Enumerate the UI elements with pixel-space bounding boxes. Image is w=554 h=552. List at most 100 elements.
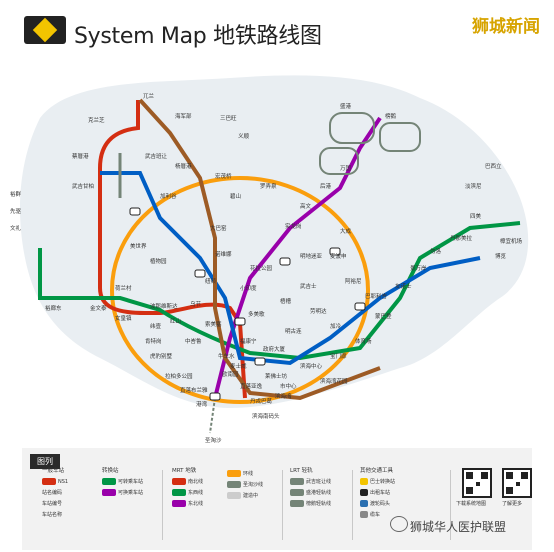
station-label: 丹戎巴葛 (250, 397, 273, 405)
map-legend: 图列 一般车站 NS1 站名编码 车站编号 车站名称 转换站 可转乘车站 可换乘… (22, 448, 532, 550)
legend-text: 圣淘沙线 (243, 482, 264, 488)
legend-heading: 一般车站 (42, 468, 65, 474)
circle-line (110, 176, 370, 404)
station-label: 直落亚逸 (240, 382, 263, 390)
legend-text: 可转乘车站 (118, 479, 144, 485)
station-label: 后港 (320, 182, 332, 190)
legend-text: 站名编码 (42, 490, 63, 496)
station-label: 先驱 (10, 207, 22, 215)
station-label: 植物园 (150, 257, 167, 265)
interchange-marker (129, 207, 141, 216)
interchange-marker (194, 269, 206, 278)
station-label: 麦波申 (330, 252, 347, 260)
legend-text: 武吉班让线 (306, 479, 332, 485)
legend-other-transport: 其他交通工具 巴士转换站 出租车站 渡轮码头 缆车 (360, 466, 395, 518)
station-label: 加利谷 (160, 192, 177, 200)
station-label: 纬壹 (150, 322, 162, 330)
legend-text: 东北线 (188, 501, 204, 507)
station-label: 蔡厝港 (72, 152, 89, 160)
station-label: 高文 (300, 202, 312, 210)
legend-text: 出租车站 (370, 490, 391, 496)
qr-code-icon[interactable] (502, 468, 532, 498)
station-label: 美世界 (130, 242, 147, 250)
station-label: 杨厝港 (175, 162, 192, 170)
station-label: 宏茂桥 (215, 172, 232, 180)
legend-heading: 其他交通工具 (360, 468, 394, 474)
legend-text: 渡轮码头 (370, 501, 391, 507)
station-label: 劳明达 (310, 307, 327, 315)
station-label: 红山 (170, 317, 181, 325)
station-label: 樟宜机场 (500, 237, 523, 245)
legend-text: 榜鹅轻轨线 (306, 501, 332, 507)
station-label: 武吉甘柏 (72, 182, 94, 190)
station-label: 拉柏多公园 (165, 372, 193, 380)
station-label: 兀兰 (143, 92, 155, 100)
station-label: 盛港 (340, 102, 352, 110)
legend-lrt: LRT 轻轨 武吉班让线 盛港轻轨线 榜鹅轻轨线 (290, 466, 331, 507)
station-label: 港湾 (196, 400, 208, 408)
watermark: 狮城华人医护联盟 (410, 520, 507, 534)
station-label: 金文泰 (90, 304, 107, 312)
system-map: 兀兰 海军部 三巴旺 义顺 克兰芝 蔡厝港 武吉甘柏 武吉班让 杨厝港 宏茂桥 … (0, 58, 554, 446)
station-label: 市中心 (280, 382, 297, 390)
station-label: 武吉班让 (145, 152, 168, 160)
station-label: 巴耶利峇 (365, 292, 388, 300)
station-label: 欧南园 (222, 370, 239, 378)
station-label: 莱佛士坊 (265, 372, 288, 380)
qr-label: 下载系统地图 (456, 501, 487, 507)
station-label: 勿洛 (430, 247, 442, 255)
interchange-marker (354, 302, 366, 311)
interchange-marker (234, 317, 246, 326)
station-label: 梧槽 (280, 297, 292, 305)
station-label: 友诺士 (395, 282, 412, 290)
interchange-marker (254, 357, 266, 366)
station-label: 宝门廊 (330, 352, 347, 360)
station-label: 文礼 (10, 224, 22, 232)
legend-heading: LRT 轻轨 (290, 468, 313, 474)
station-label: 榜鹅 (385, 112, 397, 120)
station-label: 滨海南码头 (252, 412, 280, 420)
legend-interchange: 转换站 可转乘车站 可换乘车站 (102, 466, 143, 496)
station-label: 多美歌 (248, 310, 265, 318)
station-label: 四美 (470, 212, 482, 220)
interchange-marker (329, 247, 341, 256)
qr-code-icon[interactable] (462, 468, 492, 498)
station-label: 克兰芝 (88, 116, 105, 124)
brand-logo: 狮城新闻 (472, 17, 540, 37)
legend-mrt: MRT 地铁 南北线 东西线 东北线 (172, 466, 203, 507)
station-label: 政府大厦 (263, 345, 286, 353)
thomson-east-coast-line (138, 98, 381, 401)
legend-heading: 转换站 (102, 468, 119, 474)
legend-mrt-2: 环线 圣淘沙线 建造中 (227, 466, 263, 499)
station-label: 明古连 (285, 327, 302, 335)
legend-text: 建造中 (243, 493, 259, 499)
qr-label: 了解更多 (502, 501, 523, 507)
station-label: 圣淘沙 (205, 436, 222, 444)
station-label: 牛车水 (218, 352, 235, 360)
station-label: 麦士威 (230, 362, 247, 370)
station-label: 博览 (495, 252, 507, 260)
interchange-marker (209, 392, 221, 401)
station-label: 义顺 (238, 133, 250, 140)
station-label: 体育场 (355, 337, 372, 345)
station-label: 阿裕尼 (345, 277, 362, 285)
legend-text: 车站名称 (42, 512, 63, 518)
station-label: 武吉士 (300, 282, 317, 290)
station-label: 小印度 (240, 284, 257, 292)
station-label: 中峇鲁 (185, 337, 202, 345)
sentosa-line (209, 397, 216, 434)
station-label: 万国 (340, 165, 352, 172)
station-label: 碧山 (230, 192, 241, 200)
station-label: 滨海中心 (300, 362, 323, 370)
station-label: 滨海湾 (275, 392, 292, 400)
header-bar: System Map 地铁路线图 狮城新闻 (0, 0, 554, 58)
station-label: 大巴窑 (210, 224, 227, 232)
station-label: 肯特岗 (145, 337, 162, 345)
station-label: 花拉公园 (250, 264, 273, 272)
station-label: 索美塞 (205, 320, 222, 328)
station-label: 罗弄泉 (260, 182, 277, 190)
legend-text: 环线 (243, 471, 254, 477)
station-label: 景万岸 (410, 265, 427, 272)
station-label: 丹那美拉 (450, 234, 473, 242)
station-label: 女皇镇 (115, 314, 132, 322)
